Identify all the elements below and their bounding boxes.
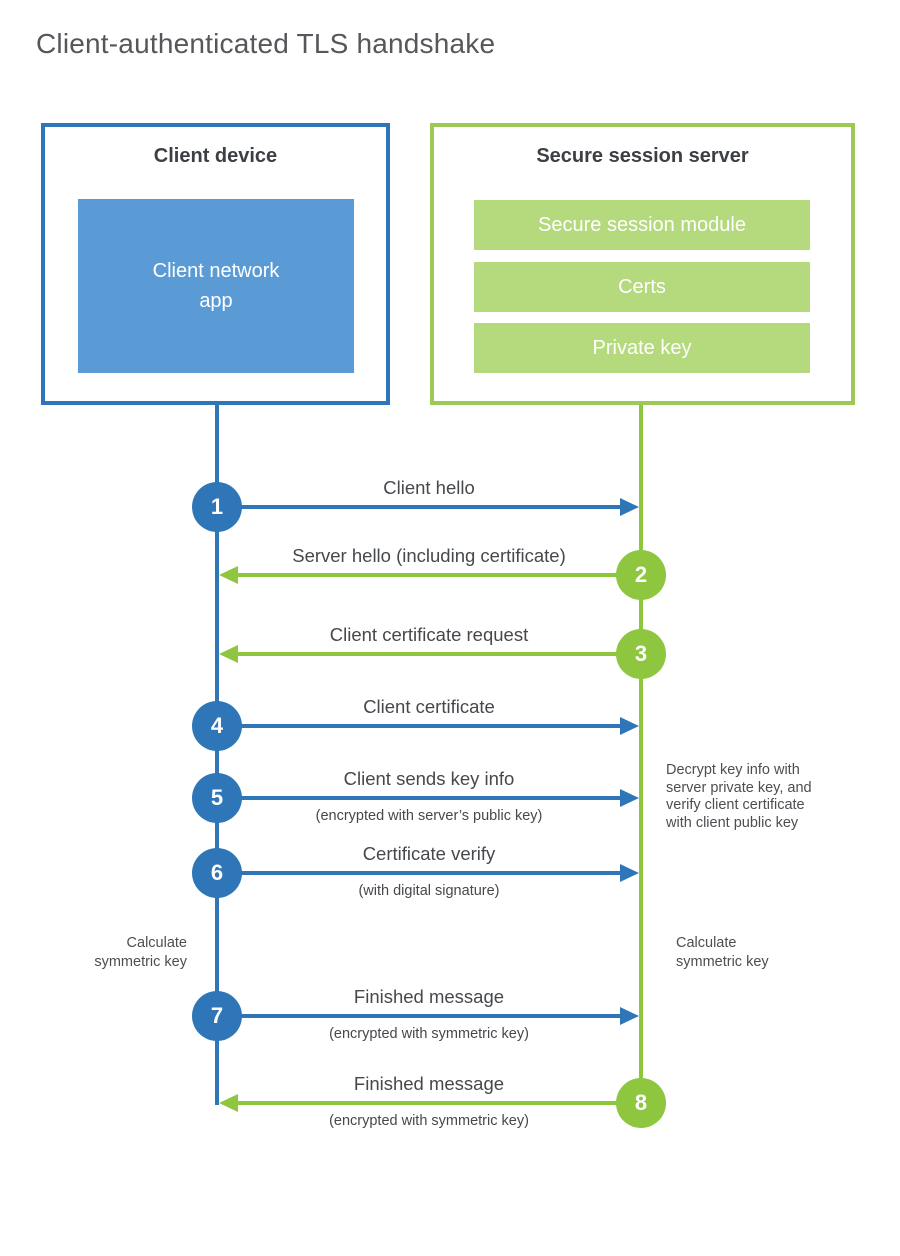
step-badge-2: 2 — [616, 550, 666, 600]
secure-session-server-box: Secure session server Secure session mod… — [430, 123, 855, 405]
message-subtext: (with digital signature) — [358, 883, 500, 899]
message-arrow — [217, 724, 621, 728]
message-label: Certificate verify — [362, 843, 496, 864]
arrow-right-icon — [620, 498, 639, 516]
client-device-box: Client device Client network app — [41, 123, 390, 405]
step-badge-7: 7 — [192, 991, 242, 1041]
arrow-left-icon — [219, 566, 238, 584]
message-arrow — [217, 1014, 621, 1018]
client-network-app-box: Client network app — [78, 199, 354, 373]
server-lifeline — [639, 405, 643, 1078]
message-arrow — [217, 796, 621, 800]
step-badge-1: 1 — [192, 482, 242, 532]
arrow-right-icon — [620, 717, 639, 735]
message-label: Client hello — [383, 477, 475, 498]
message-label: Finished message — [353, 1073, 505, 1094]
diagram-title: Client-authenticated TLS handshake — [36, 28, 496, 59]
client-device-title: Client device — [153, 145, 278, 167]
message-arrow — [217, 505, 621, 509]
message-subtext: (encrypted with server’s public key) — [315, 808, 543, 824]
step-badge-8: 8 — [616, 1078, 666, 1128]
step-badge-3: 3 — [616, 629, 666, 679]
server-component-secure-session-module: Secure session module — [474, 200, 810, 250]
message-subtext: (encrypted with symmetric key) — [329, 1026, 529, 1042]
client-lifeline — [215, 403, 219, 1105]
message-label: Server hello (including certificate) — [292, 545, 566, 566]
message-arrow — [237, 652, 641, 656]
message-arrow — [217, 871, 621, 875]
arrow-right-icon — [620, 864, 639, 882]
message-arrow — [237, 1101, 641, 1105]
arrow-left-icon — [219, 1094, 238, 1112]
step-badge-4: 4 — [192, 701, 242, 751]
decrypt-note: Decrypt key info with server private key… — [666, 762, 812, 831]
message-label: Finished message — [353, 986, 505, 1007]
arrow-right-icon — [620, 1007, 639, 1025]
arrow-right-icon — [620, 789, 639, 807]
server-component-certs: Certs — [474, 262, 810, 312]
arrow-left-icon — [219, 645, 238, 663]
calculate-symmetric-key-note-server: Calculate symmetric key — [676, 935, 769, 970]
message-arrow — [237, 573, 641, 577]
server-component-private-key: Private key — [474, 323, 810, 373]
calculate-symmetric-key-note-client: Calculate symmetric key — [94, 935, 187, 970]
message-label: Client sends key info — [343, 768, 515, 789]
message-subtext: (encrypted with symmetric key) — [329, 1113, 529, 1129]
step-badge-6: 6 — [192, 848, 242, 898]
step-badge-5: 5 — [192, 773, 242, 823]
message-label: Client certificate — [363, 696, 495, 717]
secure-session-server-title: Secure session server — [536, 145, 749, 167]
message-label: Client certificate request — [329, 624, 529, 645]
